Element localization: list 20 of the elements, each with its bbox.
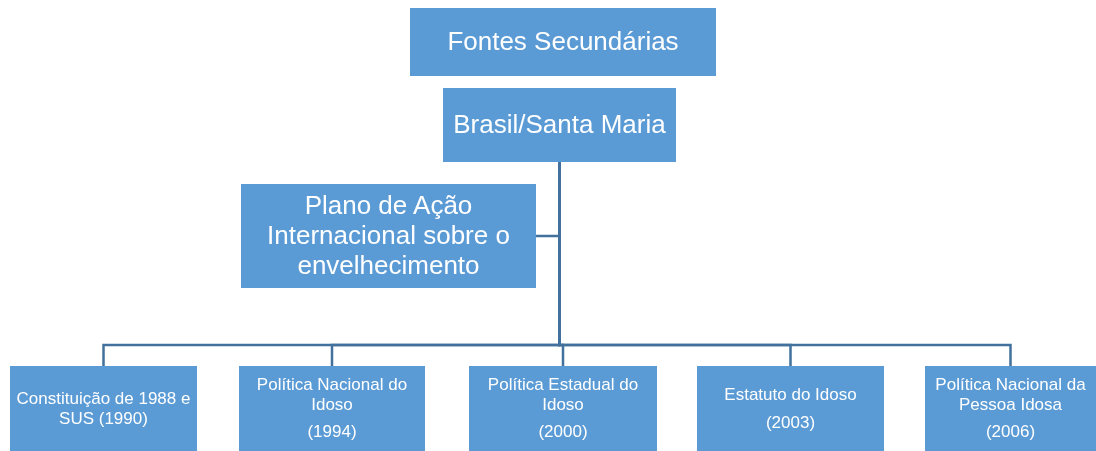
box-label: (2003) <box>765 412 816 433</box>
box-label: Plano de Ação Internacional sobre o envelhecimento <box>266 191 511 281</box>
box-label: Fontes Secundárias <box>447 27 679 57</box>
text-box <box>241 184 536 288</box>
text-box <box>443 88 676 162</box>
text-box <box>697 366 884 451</box>
box-label: Estatuto do Idoso <box>724 384 857 405</box>
text-box <box>925 366 1096 451</box>
box-label: (2000) <box>538 422 588 442</box>
text-box <box>10 366 197 451</box>
box-label: (2006) <box>985 422 1036 442</box>
box-label: (1994) <box>307 422 357 442</box>
box-label: Política Estadual do Idoso <box>486 375 640 415</box>
text-box <box>410 8 716 76</box>
box-label: Política Nacional da Pessoa Idosa <box>934 375 1087 415</box>
box-label: Constituição de 1988 e SUS (1990) <box>15 388 192 429</box>
text-box <box>469 366 657 451</box>
text-box <box>239 366 425 451</box>
box-label: Política Nacional do Idoso <box>255 375 409 415</box>
box-label: Brasil/Santa Maria <box>453 110 666 140</box>
